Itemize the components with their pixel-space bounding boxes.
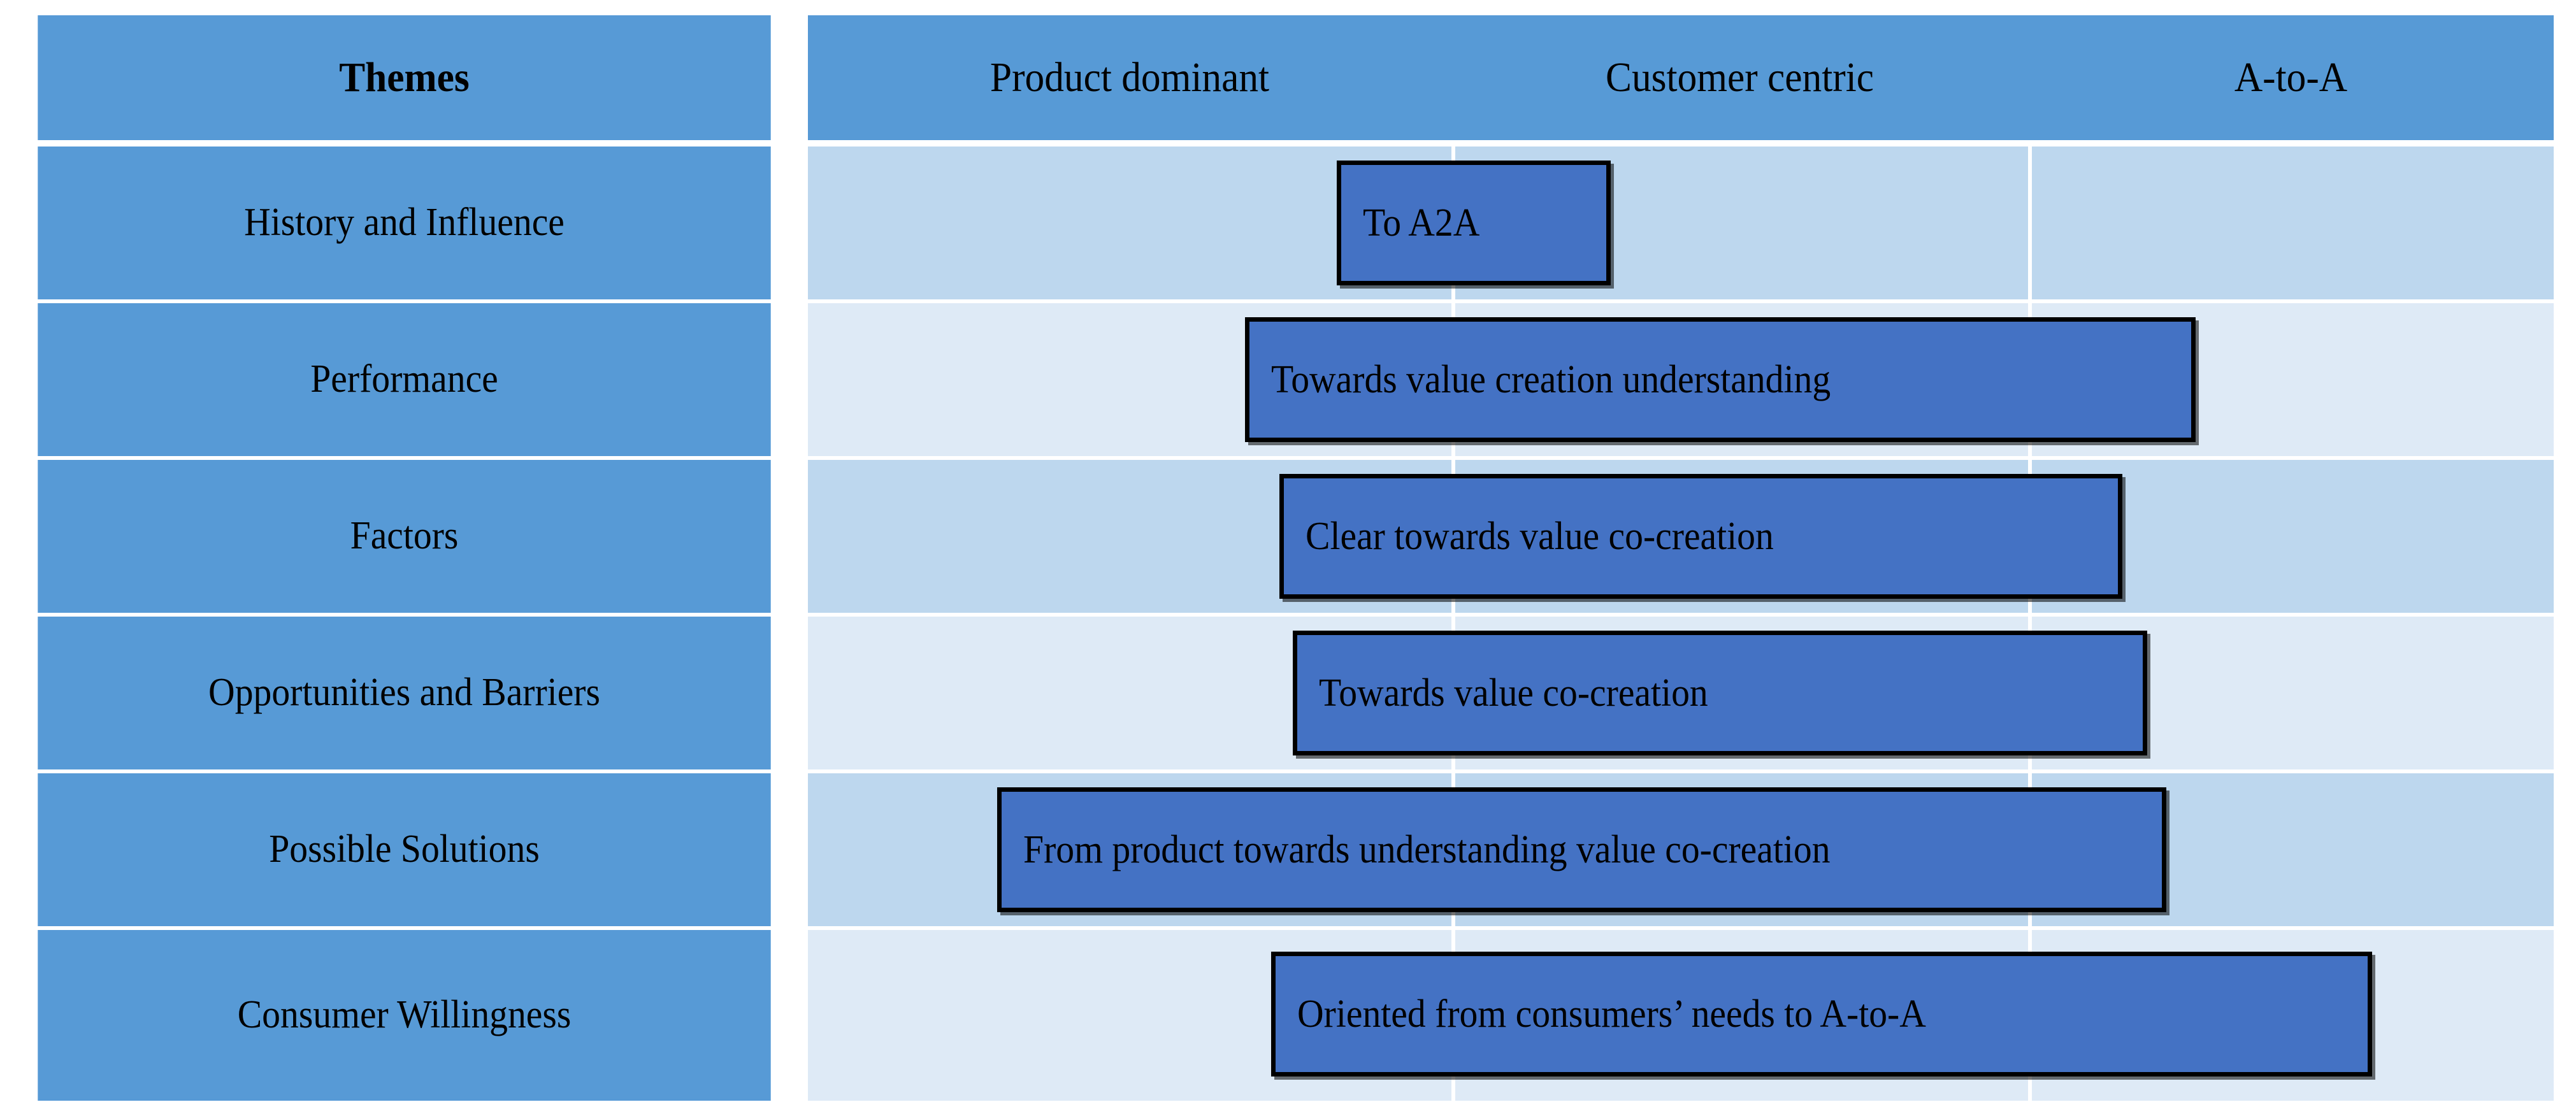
themes-continuum-table: Themes Product dominant Customer centric… xyxy=(10,15,2554,1101)
row-plot-cell: To A2A xyxy=(808,147,2554,299)
table-row: History and Influence To A2A xyxy=(10,147,2554,299)
continuum-bar: Clear towards value co-creation xyxy=(1279,474,2122,599)
row-theme-cell-factors: Factors xyxy=(38,460,771,613)
row-theme-label: Performance xyxy=(310,357,498,401)
row-plot-cell: Towards value co-creation xyxy=(808,617,2554,769)
row-plot-cell: Towards value creation understanding xyxy=(808,303,2554,456)
continuum-bar-label: Oriented from consumers’ needs to A-to-A xyxy=(1297,992,1926,1036)
table-row: Factors Clear towards value co-creation xyxy=(10,460,2554,613)
header-column-label: A-to-A xyxy=(2234,54,2348,101)
row-theme-cell-consumer-willingness: Consumer Willingness xyxy=(38,930,771,1101)
table-row: Performance Towards value creation under… xyxy=(10,303,2554,456)
header-column-label: Customer centric xyxy=(1606,54,1874,101)
row-plot-cell: From product towards understanding value… xyxy=(808,773,2554,926)
table-row: Consumer Willingness Oriented from consu… xyxy=(10,930,2554,1101)
row-plot-cell: Oriented from consumers’ needs to A-to-A xyxy=(808,930,2554,1101)
header-column-label: Product dominant xyxy=(989,54,1270,101)
table-row: Opportunities and Barriers Towards value… xyxy=(10,617,2554,769)
header-themes-label: Themes xyxy=(339,54,470,101)
continuum-bar-label: From product towards understanding value… xyxy=(1023,827,1831,871)
row-theme-label: Opportunities and Barriers xyxy=(208,671,600,715)
header-axis-cells: Product dominant Customer centric A-to-A xyxy=(808,15,2554,140)
table-header-row: Themes Product dominant Customer centric… xyxy=(10,15,2554,140)
row-theme-label: History and Influence xyxy=(244,201,565,245)
continuum-bar: Oriented from consumers’ needs to A-to-A xyxy=(1271,952,2372,1077)
row-theme-label: Possible Solutions xyxy=(269,827,540,871)
header-themes-cell: Themes xyxy=(38,15,771,140)
row-plot-cell: Clear towards value co-creation xyxy=(808,460,2554,613)
row-theme-label: Consumer Willingness xyxy=(237,993,572,1037)
row-theme-label: Factors xyxy=(350,514,459,558)
continuum-bar-label: To A2A xyxy=(1363,201,1480,245)
row-theme-cell-history-and-influence: History and Influence xyxy=(38,147,771,299)
header-column-product-dominant: Product dominant xyxy=(830,15,1428,140)
continuum-bar: From product towards understanding value… xyxy=(997,787,2166,912)
row-theme-cell-opportunities-and-barriers: Opportunities and Barriers xyxy=(38,617,771,769)
continuum-bar-label: Clear towards value co-creation xyxy=(1306,514,1774,558)
header-column-a-to-a: A-to-A xyxy=(2047,15,2535,140)
continuum-bar: Towards value co-creation xyxy=(1293,631,2147,755)
continuum-bar-label: Towards value creation understanding xyxy=(1271,357,1831,401)
row-theme-cell-possible-solutions: Possible Solutions xyxy=(38,773,771,926)
continuum-bar: To A2A xyxy=(1337,161,1611,285)
continuum-bar-label: Towards value co-creation xyxy=(1319,671,1708,715)
row-theme-cell-performance: Performance xyxy=(38,303,771,456)
table-row: Possible Solutions From product towards … xyxy=(10,773,2554,926)
continuum-bar: Towards value creation understanding xyxy=(1245,317,2196,442)
gridline-2 xyxy=(2028,147,2032,299)
header-column-customer-centric: Customer centric xyxy=(1472,15,2008,140)
